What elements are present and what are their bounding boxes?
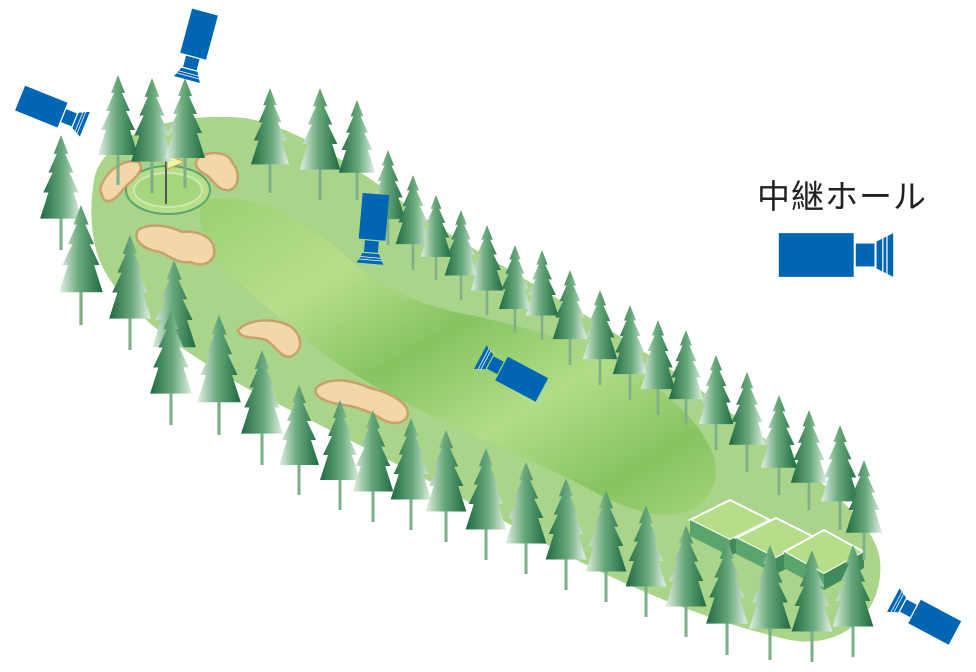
tv-camera-icon — [886, 587, 962, 646]
tv-camera-icon — [173, 8, 219, 84]
bunker — [236, 319, 302, 358]
bunkers — [98, 151, 410, 425]
tv-camera-icon — [777, 232, 895, 278]
fairway — [199, 198, 716, 515]
legend-label: 中継ホール — [757, 177, 927, 216]
bunker — [314, 379, 410, 425]
bunker — [194, 151, 239, 192]
tv-camera-icon — [14, 85, 91, 137]
legend-camera — [777, 232, 895, 278]
bunker — [135, 224, 216, 266]
